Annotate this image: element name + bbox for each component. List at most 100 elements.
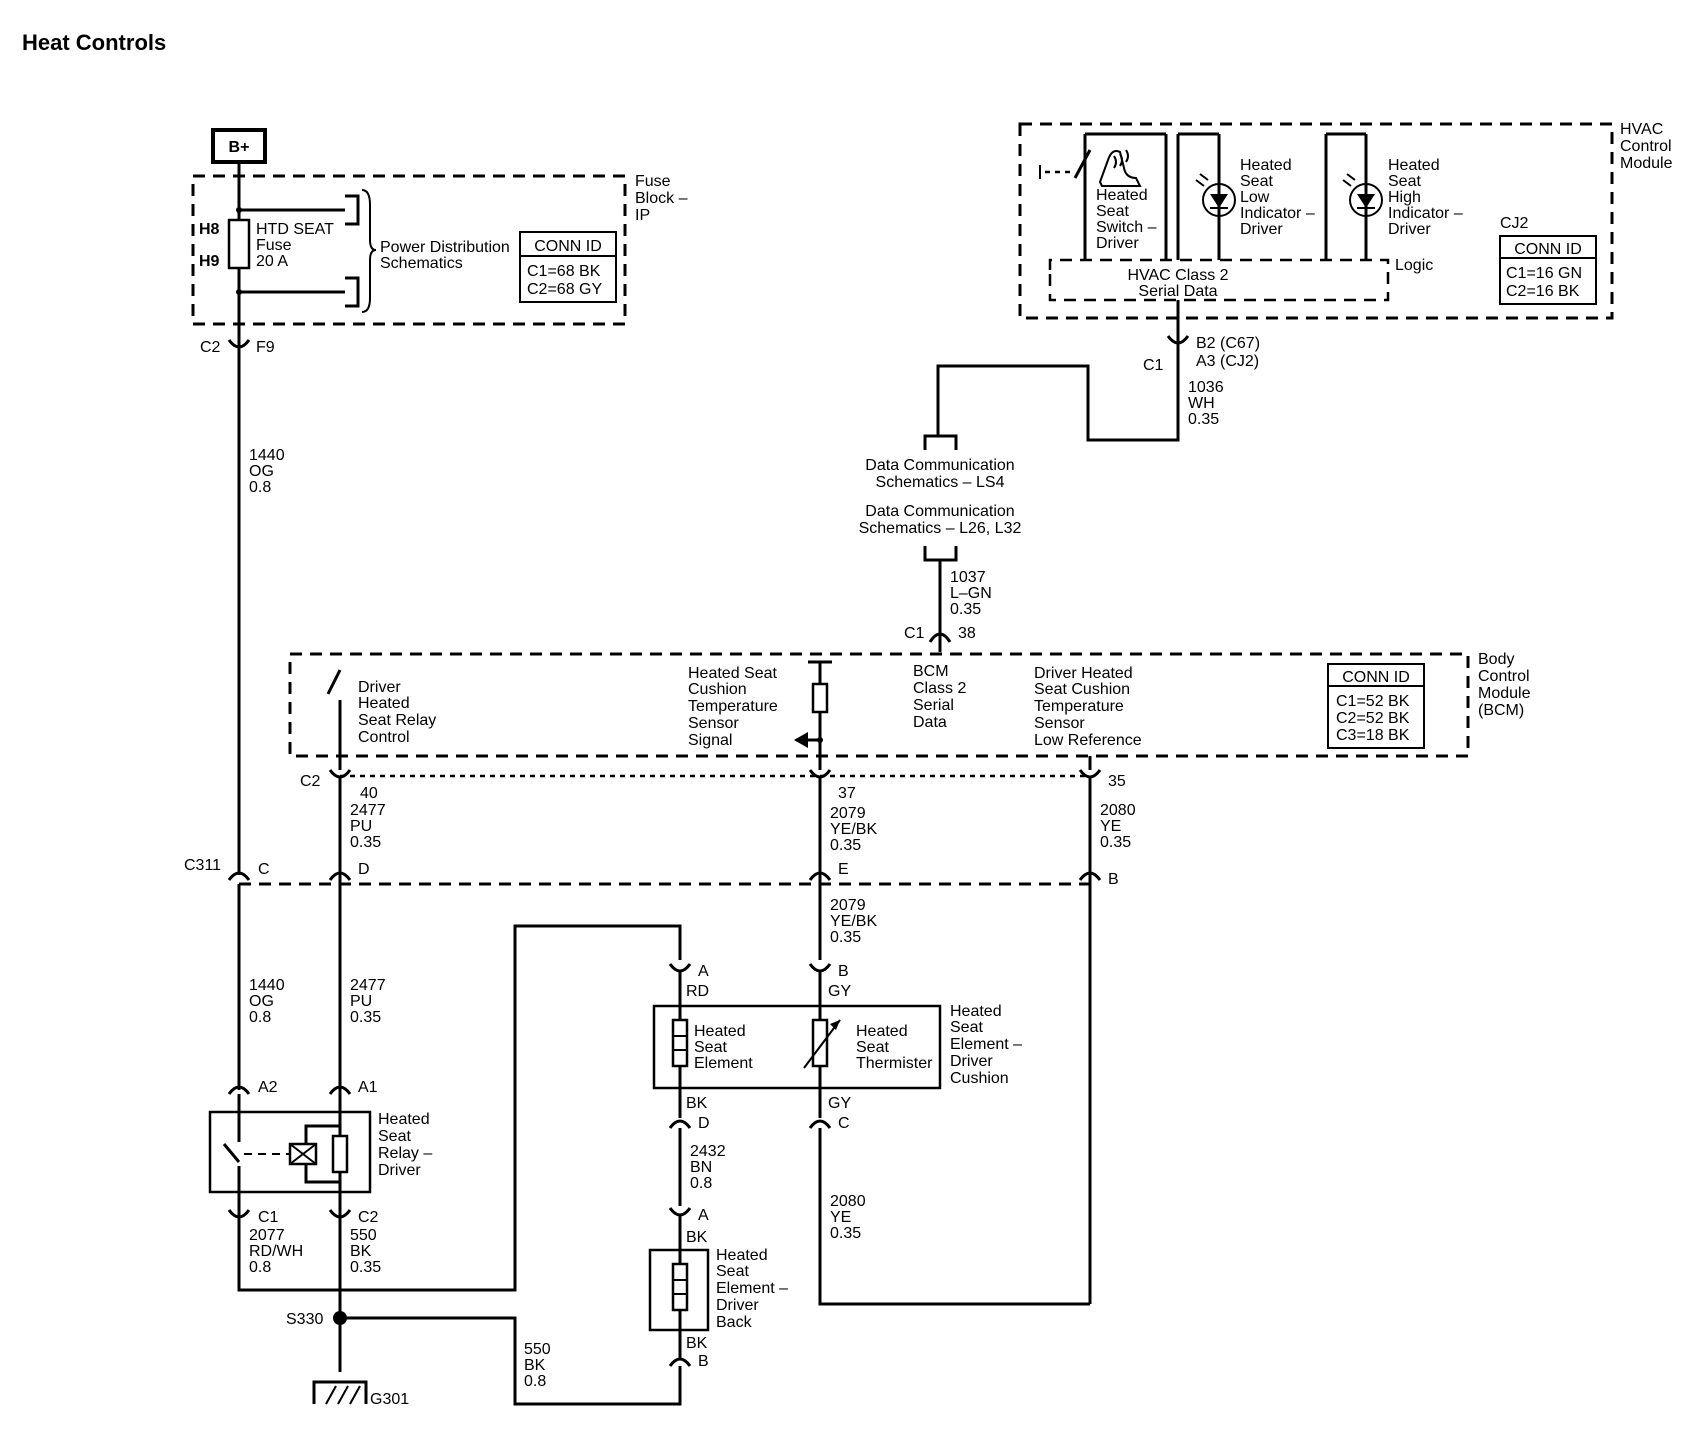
cushion-pin-b: B xyxy=(838,963,849,980)
bcm-lowref-1: Driver Heated xyxy=(1034,665,1133,682)
hvac-name-1: HVAC xyxy=(1620,121,1663,138)
bcm-pin-37: 37 xyxy=(838,785,856,802)
bcm-serial-2: Class 2 xyxy=(913,680,966,697)
back-pin-b: B xyxy=(698,1353,709,1370)
relay-pin-c1: C1 xyxy=(258,1209,279,1226)
cushion-name-2: Seat xyxy=(950,1019,983,1036)
bcm-sensor-sig-3: Temperature xyxy=(688,698,778,715)
hvac-logic: Logic xyxy=(1395,257,1433,274)
connector-relay-a1 xyxy=(328,1085,352,1095)
bcm-sensor-sig-4: Sensor xyxy=(688,715,739,732)
bcm-lowref-2: Seat Cushion xyxy=(1034,681,1130,698)
hvac-conn-id-box xyxy=(1499,235,1597,305)
hvac-low-3: Low xyxy=(1240,189,1270,206)
fuse-pin-h9: H9 xyxy=(199,253,220,270)
back-name-2: Seat xyxy=(716,1263,749,1280)
back-name-3: Element – xyxy=(716,1280,788,1297)
connector-c311-d xyxy=(328,871,352,881)
wire-2432-3: 0.8 xyxy=(690,1175,712,1192)
wire-2432-2: BN xyxy=(690,1159,712,1176)
fuse-out-conn: C2 xyxy=(200,339,221,356)
cushion-thermister-2: Seat xyxy=(856,1039,889,1056)
hvac-switch-4: Driver xyxy=(1096,235,1139,252)
splice-label: S330 xyxy=(286,1311,323,1328)
wire-2079-b-3: 0.35 xyxy=(830,929,861,946)
wire-1036-2: WH xyxy=(1188,395,1215,412)
hvac-module-outline xyxy=(1018,122,1614,320)
hvac-serial-2: Serial Data xyxy=(1138,283,1217,300)
hvac-low-4: Indicator – xyxy=(1240,205,1315,222)
wire-550-a-3: 0.35 xyxy=(350,1259,381,1276)
wire-2080-b-2: YE xyxy=(830,1209,851,1226)
back-name-4: Driver xyxy=(716,1297,759,1314)
hvac-pin-1: B2 (C67) xyxy=(1196,335,1260,352)
hvac-high-1: Heated xyxy=(1388,157,1440,174)
wire-2080-a-1: 2080 xyxy=(1100,802,1136,819)
bcm-pin-38: 38 xyxy=(958,625,976,642)
data-comm-2b: Schematics – L26, L32 xyxy=(859,520,1022,537)
hvac-low-1: Heated xyxy=(1240,157,1292,174)
ground-label: G301 xyxy=(370,1391,409,1408)
relay-pin-c2: C2 xyxy=(358,1209,379,1226)
connector-cushion-b xyxy=(808,963,832,973)
hvac-conn-c1: C1=16 GN xyxy=(1506,265,1582,282)
relay-name-1: Heated xyxy=(378,1111,430,1128)
splice-s330 xyxy=(333,1311,347,1325)
cushion-rd: RD xyxy=(686,983,709,1000)
bcm-name-1: Body xyxy=(1478,651,1514,668)
wire-1036-1: 1036 xyxy=(1188,379,1224,396)
relay-pin-a1: A1 xyxy=(358,1079,378,1096)
bcm-serial-4: Data xyxy=(913,714,947,731)
cushion-thermister-3: Thermister xyxy=(856,1055,933,1072)
wire-2432-1: 2432 xyxy=(690,1143,726,1160)
bcm-conn-c2: C2=52 BK xyxy=(1336,710,1410,727)
fuse-conn-c1: C1=68 BK xyxy=(527,263,601,280)
cushion-gy-bot: GY xyxy=(828,1095,851,1112)
data-comm-2a: Data Communication xyxy=(865,503,1014,520)
cushion-element-3: Element xyxy=(694,1055,753,1072)
wire-2080-b-3: 0.35 xyxy=(830,1225,861,1242)
hvac-cj2-label: CJ2 xyxy=(1500,215,1529,232)
high-indicator-lamp-icon xyxy=(1342,173,1383,217)
data-comm-1a: Data Communication xyxy=(865,457,1014,474)
wire-1037-1: 1037 xyxy=(950,569,986,586)
wire-2477-a-2: PU xyxy=(350,818,372,835)
hvac-switch-1: Heated xyxy=(1096,187,1148,204)
hvac-high-5: Driver xyxy=(1388,221,1431,238)
bcm-lowref-4: Sensor xyxy=(1034,715,1085,732)
cushion-heating-element xyxy=(671,1018,689,1068)
bcm-relay-ctrl-3: Seat Relay xyxy=(358,712,436,729)
cushion-element-box xyxy=(652,1004,942,1090)
wire-1440-b-1: 1440 xyxy=(249,977,285,994)
cushion-name-5: Cushion xyxy=(950,1070,1009,1087)
hvac-pin-c1: C1 xyxy=(1143,357,1164,374)
connector-bcm-38 xyxy=(928,632,952,643)
cushion-gy-top: GY xyxy=(828,983,851,1000)
wire-1440-b-2: OG xyxy=(249,993,274,1010)
hvac-low-5: Driver xyxy=(1240,221,1283,238)
hvac-high-4: Indicator – xyxy=(1388,205,1463,222)
wire-2079-a-3: 0.35 xyxy=(830,837,861,854)
fuse-block-name-2: Block – xyxy=(635,190,688,207)
back-bk-bot: BK xyxy=(686,1335,708,1352)
wire-2477-a-3: 0.35 xyxy=(350,834,381,851)
fuse-conn-c2: C2=68 GY xyxy=(527,281,602,298)
bcm-pin-35: 35 xyxy=(1108,773,1126,790)
connector-cushion-a xyxy=(668,963,692,973)
relay-diode-resistor xyxy=(331,1134,349,1174)
relay-name-3: Relay – xyxy=(378,1145,432,1162)
fuse-block-outline xyxy=(191,174,627,326)
bcm-name-2: Control xyxy=(1478,668,1530,685)
power-dist-ref-2: Schematics xyxy=(380,255,463,272)
c311-pin-b: B xyxy=(1108,871,1119,888)
bcm-serial-1: BCM xyxy=(913,663,949,680)
bcm-pin-40: 40 xyxy=(360,785,378,802)
wire-2080-a-3: 0.35 xyxy=(1100,834,1131,851)
fuse-label-2: Fuse xyxy=(256,237,292,254)
bcm-sensor-sig-1: Heated Seat xyxy=(688,665,778,682)
wire-2077-1: 2077 xyxy=(249,1227,285,1244)
cushion-pin-d: D xyxy=(698,1115,710,1132)
wire-1037-3: 0.35 xyxy=(950,601,981,618)
cushion-thermister-1: Heated xyxy=(856,1023,908,1040)
